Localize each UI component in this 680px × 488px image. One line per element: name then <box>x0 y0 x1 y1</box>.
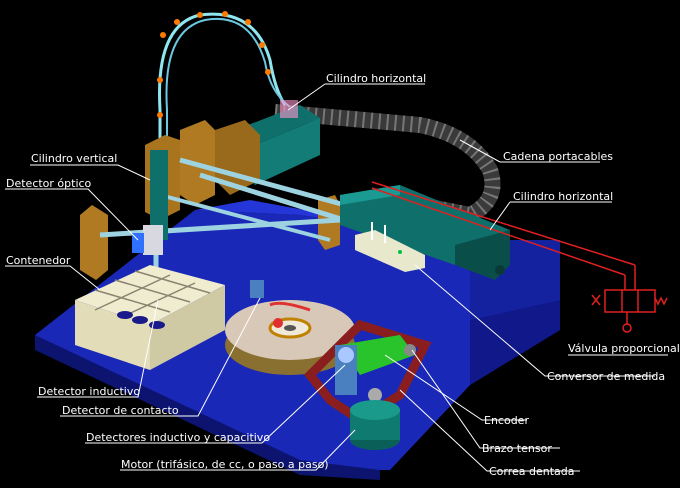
label-motor: Motor (trifásico, de cc, o paso a paso) <box>121 458 329 471</box>
label-detectores-ind-cap: Detectores inductivo y capacitivo <box>86 431 270 444</box>
container-grid <box>75 265 225 370</box>
cable-chain <box>274 104 501 224</box>
label-conversor-medida: Conversor de medida <box>547 370 665 383</box>
label-detector-optico: Detector óptico <box>6 177 92 190</box>
label-encoder: Encoder <box>484 414 529 427</box>
label-cilindro-horizontal-top: Cilindro horizontal <box>326 72 426 85</box>
label-cilindro-vertical: Cilindro vertical <box>31 152 117 165</box>
belt-drive <box>303 319 432 426</box>
label-cadena-portacables: Cadena portacables <box>503 150 613 163</box>
motor <box>350 400 400 450</box>
label-contenedor: Contenedor <box>6 254 71 267</box>
label-cilindro-horizontal-right: Cilindro horizontal <box>513 190 613 203</box>
label-detector-inductivo: Detector inductivo <box>38 385 140 398</box>
leader-lines <box>5 83 668 472</box>
guide-rods <box>99 157 361 242</box>
valve-symbol <box>371 181 668 333</box>
horizontal-cylinder-right <box>340 185 510 280</box>
label-detector-contacto: Detector de contacto <box>62 404 179 417</box>
label-correa-dentada: Correa dentada <box>489 465 575 478</box>
label-brazo-tensor: Brazo tensor <box>482 442 552 455</box>
measurement-converter <box>355 222 425 272</box>
label-valvula-proporcional: Válvula proporcional <box>568 342 680 355</box>
cable-arc <box>157 11 291 235</box>
